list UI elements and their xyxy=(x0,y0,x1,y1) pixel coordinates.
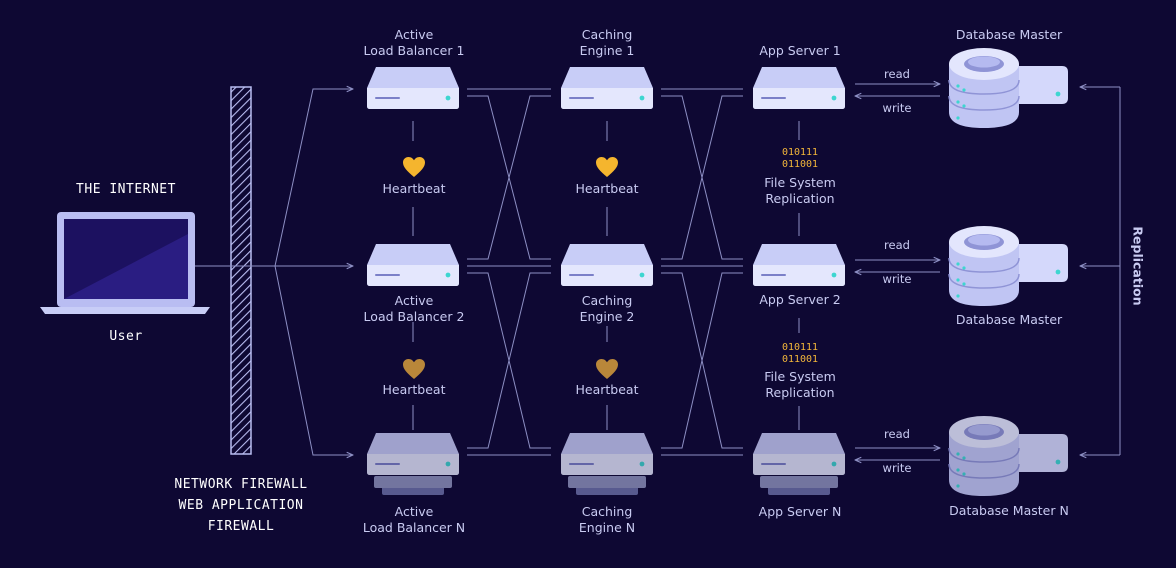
database-master-n-icon xyxy=(948,415,1069,497)
firewall-label-line-3: FIREWALL xyxy=(207,519,275,534)
caching-engine-2-icon xyxy=(561,244,653,286)
database-master-2-icon xyxy=(948,225,1069,307)
database-master-1-icon xyxy=(948,47,1069,129)
heart-icon xyxy=(596,359,618,379)
cacheN-label-line-2: Engine N xyxy=(578,520,636,535)
heart-icon xyxy=(596,157,618,177)
read-label: read xyxy=(884,238,910,252)
db2-label: Database Master xyxy=(955,312,1063,327)
lb1-label-line-1: Active xyxy=(394,27,434,42)
firewall-label-line-1: NETWORK FIREWALL xyxy=(174,477,308,492)
app-server-1-icon xyxy=(753,67,845,109)
write-label: write xyxy=(882,101,912,115)
write-label: write xyxy=(882,461,912,475)
user-label: User xyxy=(109,329,143,344)
fs-replication-label-line-2: Replication xyxy=(765,191,835,206)
read-label: read xyxy=(884,67,910,81)
load-balancer-n-icon xyxy=(367,433,459,495)
load-balancer-2-icon xyxy=(367,244,459,286)
bits-line-2: 011001 xyxy=(781,354,819,365)
bits-line-1: 010111 xyxy=(781,147,819,158)
fs-replication-label-line-1: File System xyxy=(764,369,836,384)
firewall-label-line-2: WEB APPLICATION xyxy=(178,498,304,513)
lbN-label-line-1: Active xyxy=(394,504,434,519)
heartbeat-label: Heartbeat xyxy=(575,181,639,196)
internet-label: THE INTERNET xyxy=(76,182,176,197)
caching-engine-1-icon xyxy=(561,67,653,109)
heartbeat-label: Heartbeat xyxy=(382,181,446,196)
app2-label: App Server 2 xyxy=(759,292,841,307)
heartbeat-label: Heartbeat xyxy=(575,382,639,397)
db1-label: Database Master xyxy=(955,27,1063,42)
heart-icon xyxy=(403,359,425,379)
lb2-label-line-2: Load Balancer 2 xyxy=(363,309,465,324)
write-label: write xyxy=(882,272,912,286)
replication-label: Replication xyxy=(1130,226,1146,306)
laptop-icon xyxy=(40,212,210,314)
load-balancer-1-icon xyxy=(367,67,459,109)
cache2-label-line-2: Engine 2 xyxy=(579,309,635,324)
app1-label: App Server 1 xyxy=(759,43,841,58)
cacheN-label-line-1: Caching xyxy=(581,504,633,519)
caching-engine-n-icon xyxy=(561,433,653,495)
appN-label: App Server N xyxy=(758,504,842,519)
app-server-2-icon xyxy=(753,244,845,286)
fs-replication-label-line-1: File System xyxy=(764,175,836,190)
cache2-label-line-1: Caching xyxy=(581,293,633,308)
cache1-label-line-1: Caching xyxy=(581,27,633,42)
heart-icon xyxy=(403,157,425,177)
read-label: read xyxy=(884,427,910,441)
lb2-label-line-1: Active xyxy=(394,293,434,308)
dbN-label: Database Master N xyxy=(949,503,1069,518)
firewall-wall xyxy=(230,86,252,455)
bits-line-2: 011001 xyxy=(781,159,819,170)
cache1-label-line-2: Engine 1 xyxy=(579,43,635,58)
fs-replication-label-line-2: Replication xyxy=(765,385,835,400)
app-server-n-icon xyxy=(753,433,845,495)
lb1-label-line-2: Load Balancer 1 xyxy=(363,43,465,58)
lbN-label-line-2: Load Balancer N xyxy=(362,520,466,535)
heartbeat-label: Heartbeat xyxy=(382,382,446,397)
connection-lines xyxy=(195,84,1121,460)
bits-line-1: 010111 xyxy=(781,342,819,353)
